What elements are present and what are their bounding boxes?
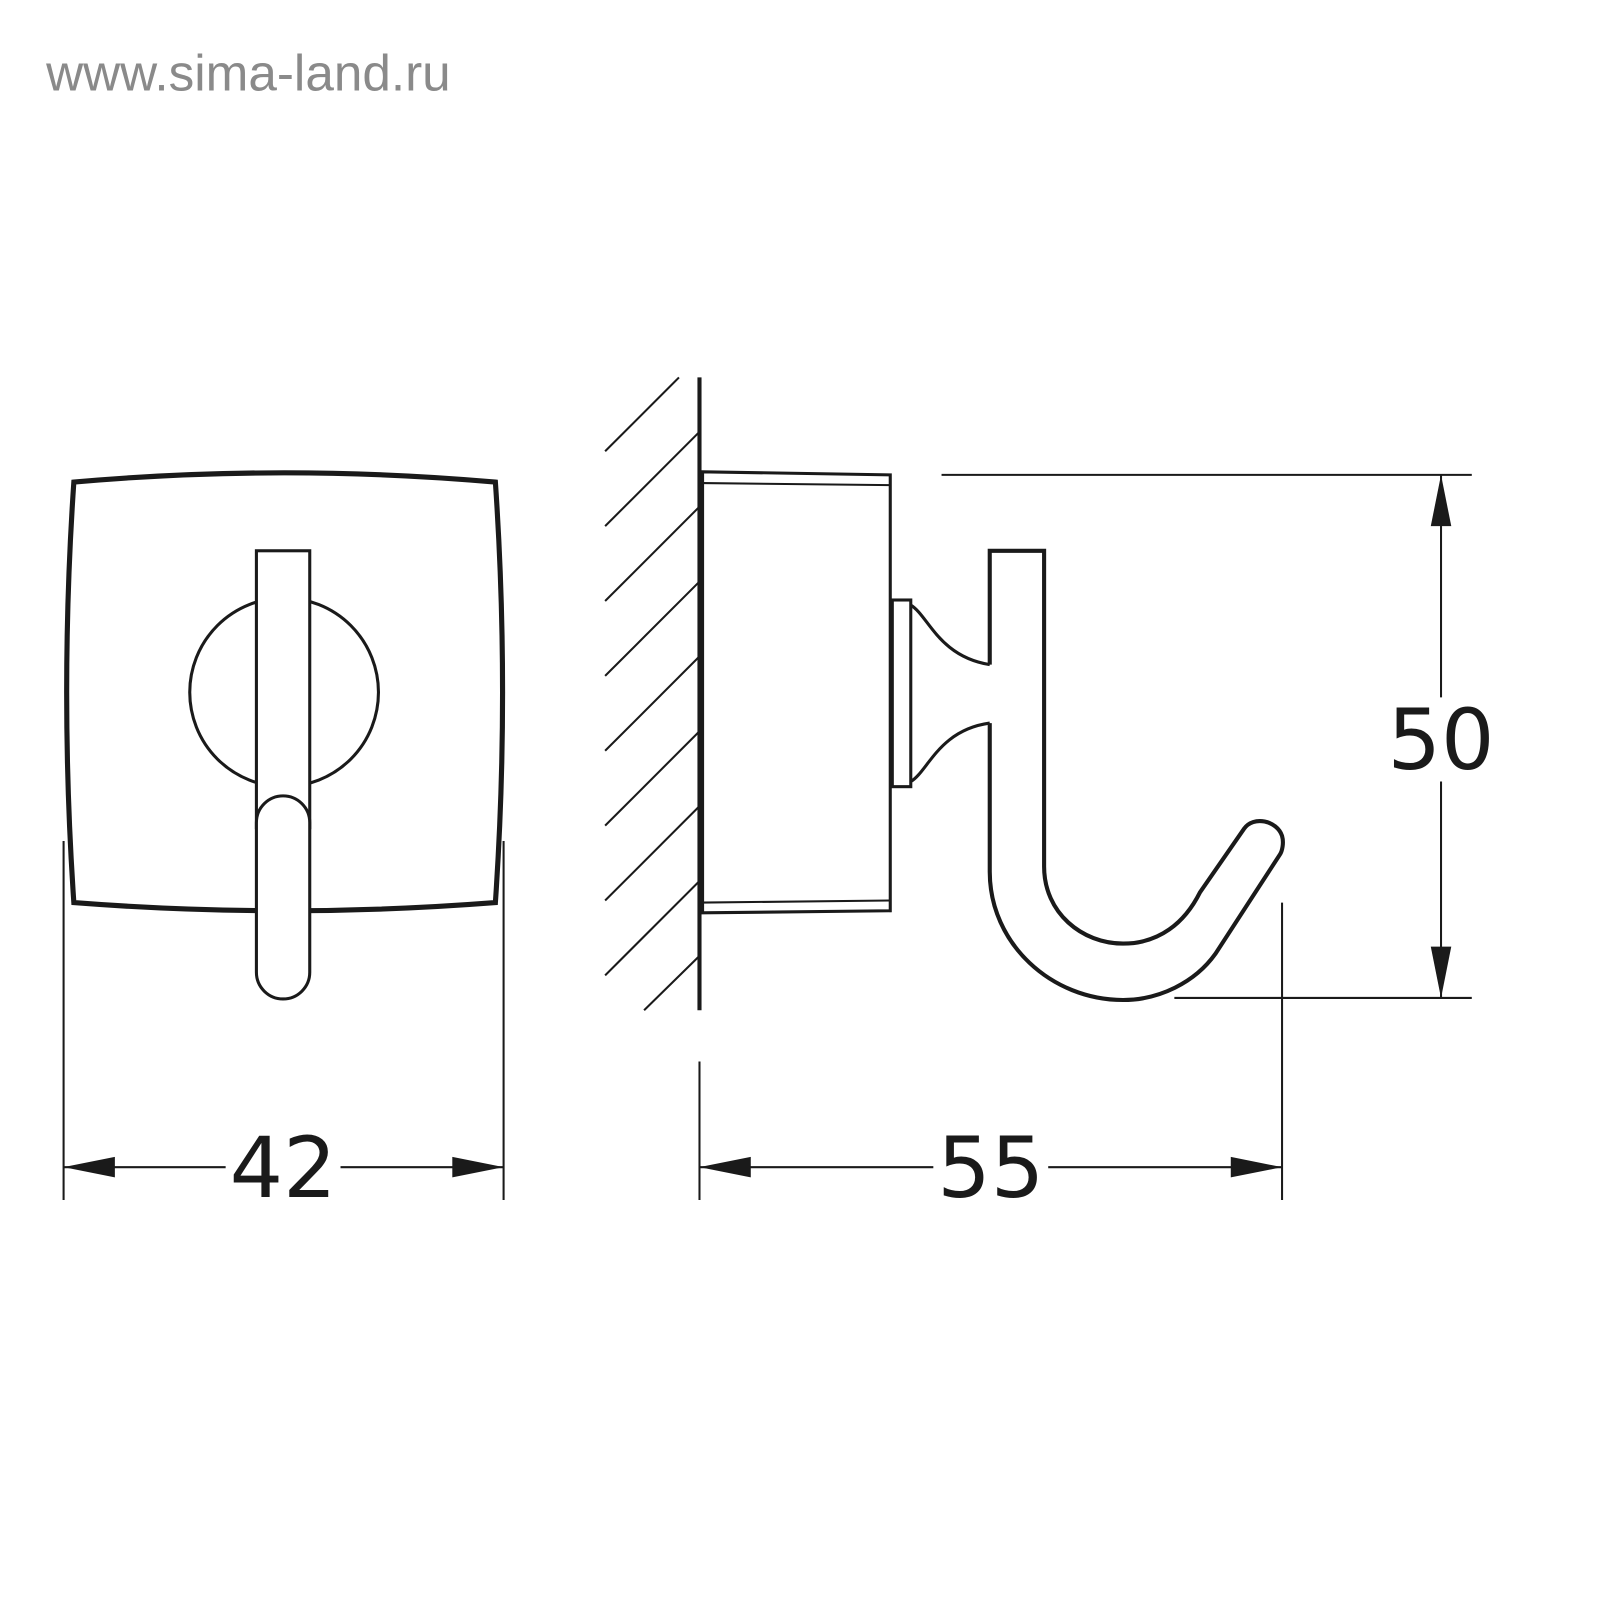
watermark-text: www.sima-land.ru bbox=[45, 44, 451, 101]
base-plate bbox=[701, 470, 892, 915]
dimension-width: 42 bbox=[62, 841, 505, 1217]
dimension-width-label: 42 bbox=[230, 1119, 337, 1217]
arrow-right-icon bbox=[1230, 1156, 1283, 1178]
dimension-height-label: 50 bbox=[1388, 691, 1495, 789]
hook-profile bbox=[987, 548, 1285, 1003]
mount-collar bbox=[890, 598, 913, 789]
arrow-left-icon bbox=[699, 1156, 751, 1178]
hook-bar-upper bbox=[254, 549, 312, 830]
wall-hatching bbox=[604, 376, 701, 1011]
side-view bbox=[604, 376, 1285, 1011]
front-plate bbox=[64, 470, 506, 914]
dimension-depth: 55 bbox=[698, 902, 1284, 1217]
arrow-down-icon bbox=[1430, 946, 1452, 998]
front-view bbox=[64, 470, 506, 1001]
arrow-up-icon bbox=[1430, 474, 1452, 527]
dimension-height: 50 bbox=[941, 473, 1495, 999]
arrow-left-icon bbox=[63, 1156, 115, 1178]
dimension-depth-label: 55 bbox=[937, 1119, 1044, 1217]
arrow-right-icon bbox=[452, 1156, 504, 1178]
shank-bottom-curve bbox=[909, 721, 990, 783]
shank-top-curve bbox=[909, 603, 990, 667]
hook-bar-lower bbox=[254, 794, 312, 1001]
